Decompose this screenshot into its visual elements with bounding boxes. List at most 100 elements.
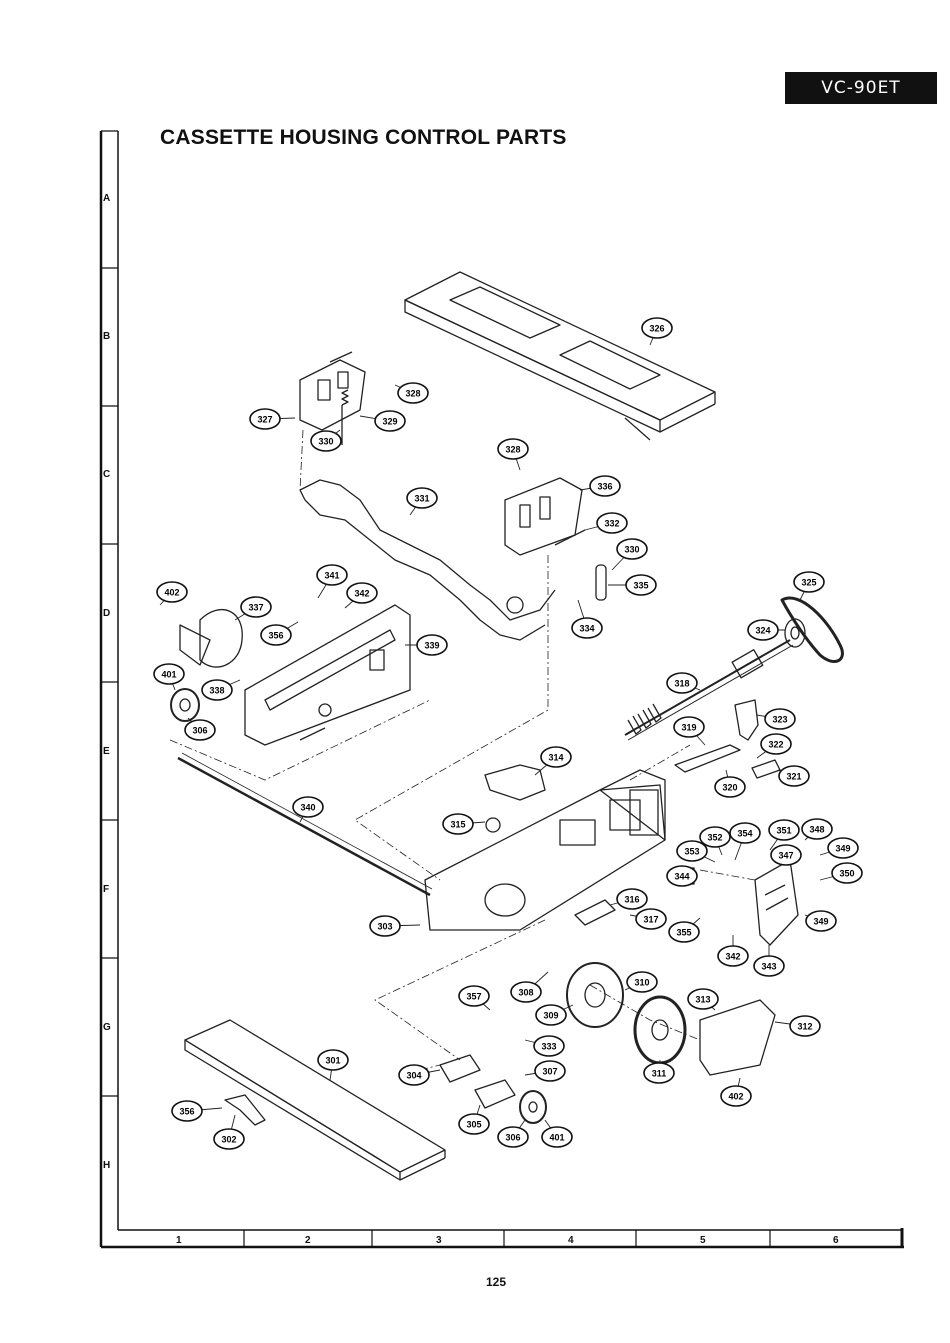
callout-number: 351 bbox=[776, 826, 791, 836]
part-302 bbox=[224, 1094, 266, 1126]
part-callout-338: 338 bbox=[201, 679, 241, 701]
callout-oval bbox=[641, 317, 673, 339]
model-text: VC-90ET bbox=[821, 78, 901, 98]
grid-row-label: G bbox=[103, 1022, 111, 1033]
part-306-gear-bottom bbox=[519, 1090, 547, 1124]
callout-oval bbox=[184, 719, 216, 741]
grid-col-label: 1 bbox=[176, 1235, 182, 1246]
callout-oval bbox=[535, 1004, 567, 1026]
part-callout-336: 336 bbox=[579, 475, 621, 497]
part-314-lever bbox=[484, 764, 546, 801]
part-callout-350: 350 bbox=[819, 862, 863, 884]
callout-number: 311 bbox=[652, 1069, 667, 1079]
callout-oval bbox=[213, 1128, 245, 1150]
callout-oval bbox=[316, 564, 348, 586]
callout-number: 337 bbox=[248, 603, 263, 613]
part-340-rod bbox=[177, 756, 431, 897]
callout-number: 323 bbox=[772, 715, 787, 725]
callout-oval bbox=[541, 1126, 573, 1148]
callout-oval bbox=[442, 813, 474, 835]
part-306-gear bbox=[170, 688, 200, 722]
callout-number: 313 bbox=[695, 995, 710, 1005]
callout-oval bbox=[805, 910, 837, 932]
grid-col-label: 5 bbox=[700, 1235, 706, 1246]
part-337-gear bbox=[179, 609, 243, 668]
part-321 bbox=[751, 759, 781, 779]
callout-oval bbox=[317, 1049, 349, 1071]
callout-number: 357 bbox=[466, 992, 481, 1002]
part-callout-326: 326 bbox=[641, 317, 673, 346]
part-310-gear bbox=[566, 962, 624, 1028]
part-callout-324: 324 bbox=[747, 619, 785, 641]
callout-number: 317 bbox=[643, 915, 658, 925]
callout-number: 309 bbox=[543, 1011, 558, 1021]
part-callout-401: 401 bbox=[541, 1119, 573, 1148]
callout-number: 352 bbox=[707, 833, 722, 843]
callout-number: 303 bbox=[377, 922, 392, 932]
part-callout-339: 339 bbox=[405, 634, 448, 656]
callout-oval bbox=[793, 571, 825, 593]
callout-oval bbox=[753, 955, 785, 977]
part-312-plate bbox=[699, 999, 776, 1076]
page-title: CASSETTE HOUSING CONTROL PARTS bbox=[160, 126, 567, 149]
callout-number: 354 bbox=[737, 829, 752, 839]
part-319-lever bbox=[674, 744, 741, 773]
callout-number: 331 bbox=[414, 494, 429, 504]
part-callout-347: 347 bbox=[770, 844, 802, 866]
part-callout-306: 306 bbox=[497, 1119, 529, 1148]
part-callout-314: 314 bbox=[534, 746, 572, 776]
callout-oval bbox=[406, 487, 438, 509]
callout-number: 308 bbox=[518, 988, 533, 998]
part-326-top-plate bbox=[404, 271, 716, 441]
callout-number: 328 bbox=[505, 445, 520, 455]
part-callout-321: 321 bbox=[777, 765, 810, 787]
part-callout-315: 315 bbox=[442, 813, 486, 835]
callout-number: 349 bbox=[835, 844, 850, 854]
part-callout-352: 352 bbox=[699, 826, 731, 856]
part-callout-349: 349 bbox=[804, 910, 837, 932]
callout-oval bbox=[533, 1035, 565, 1057]
part-callout-353: 353 bbox=[676, 840, 716, 863]
callout-oval bbox=[643, 1062, 675, 1084]
callout-number: 356 bbox=[179, 1107, 194, 1117]
callout-oval bbox=[626, 971, 658, 993]
part-callout-320: 320 bbox=[714, 769, 746, 798]
callout-oval bbox=[374, 410, 406, 432]
part-callout-323: 323 bbox=[756, 708, 796, 730]
part-callout-337: 337 bbox=[234, 596, 272, 621]
part-callout-331: 331 bbox=[406, 487, 438, 516]
callout-oval bbox=[770, 844, 802, 866]
callout-number: 319 bbox=[681, 723, 696, 733]
callout-number: 401 bbox=[161, 670, 176, 680]
part-335-spring bbox=[595, 564, 607, 601]
part-callout-312: 312 bbox=[774, 1015, 821, 1037]
part-336-bracket bbox=[504, 477, 586, 556]
part-callout-333: 333 bbox=[524, 1035, 565, 1057]
callout-oval bbox=[534, 1060, 566, 1082]
callout-oval bbox=[760, 733, 792, 755]
callout-number: 336 bbox=[597, 482, 612, 492]
callout-oval bbox=[616, 538, 648, 560]
callout-oval bbox=[260, 624, 292, 646]
callout-oval bbox=[458, 985, 490, 1007]
callout-oval bbox=[397, 382, 429, 404]
callout-oval bbox=[666, 865, 698, 887]
part-315-spring bbox=[485, 817, 501, 833]
part-callout-316: 316 bbox=[609, 888, 648, 910]
callout-oval bbox=[510, 981, 542, 1003]
callout-number: 344 bbox=[674, 872, 689, 882]
callout-number: 326 bbox=[649, 324, 664, 334]
callout-number: 306 bbox=[192, 726, 207, 736]
grid-row-label: F bbox=[103, 884, 110, 895]
callout-oval bbox=[699, 826, 731, 848]
callout-number: 353 bbox=[684, 847, 699, 857]
callout-number: 350 bbox=[839, 869, 854, 879]
callout-oval bbox=[827, 837, 859, 859]
part-callout-308: 308 bbox=[510, 971, 549, 1003]
callout-number: 324 bbox=[755, 626, 770, 636]
callout-oval bbox=[625, 574, 657, 596]
part-callout-356: 356 bbox=[260, 621, 299, 646]
callout-number: 347 bbox=[778, 851, 793, 861]
callout-number: 339 bbox=[424, 641, 439, 651]
callout-number: 318 bbox=[674, 679, 689, 689]
